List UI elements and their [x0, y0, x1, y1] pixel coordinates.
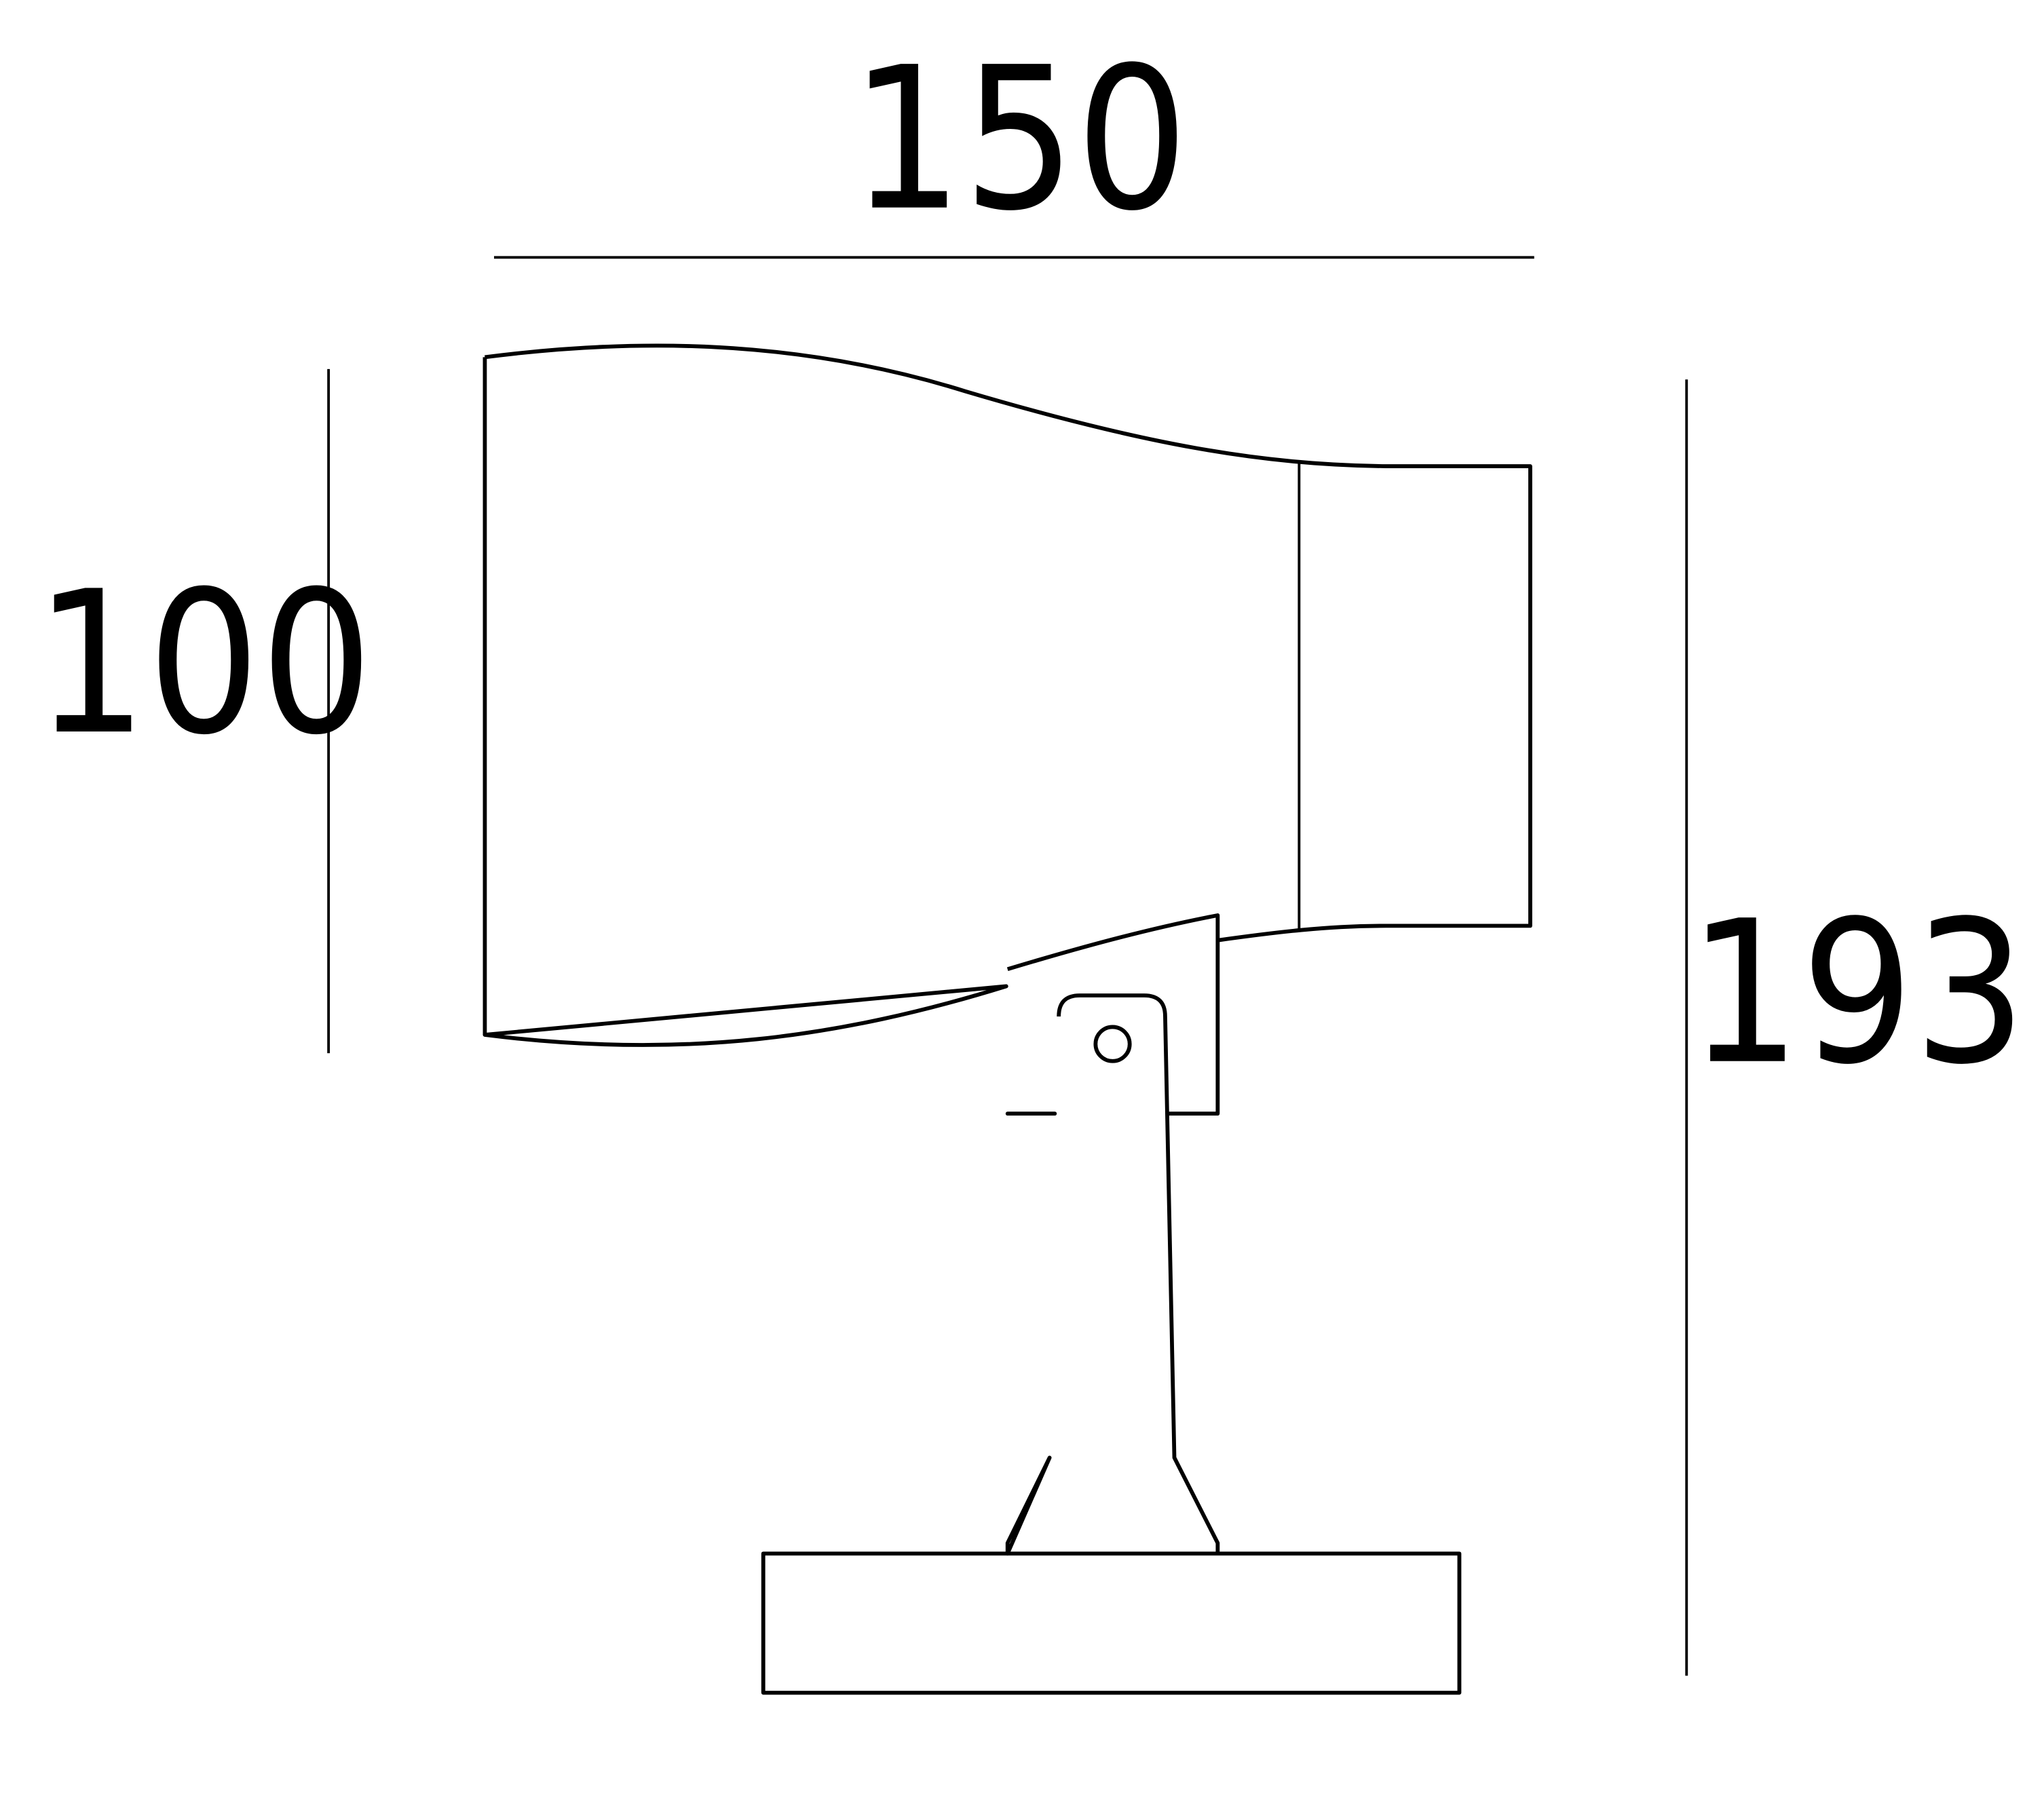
lamp-head	[482, 343, 1532, 1048]
mounting-base	[761, 1551, 1462, 1695]
support-arm	[1005, 993, 1220, 1556]
width-dimension: 150	[494, 26, 1534, 259]
pivot-bracket	[1005, 913, 1220, 1556]
pivot-screw-icon	[1093, 1025, 1132, 1063]
mounting-base-plate	[761, 1551, 1462, 1695]
head-height-dimension: 100	[35, 368, 373, 1054]
total-height-dimension: 193	[1685, 379, 2026, 1676]
bracket-plate	[1005, 913, 1220, 1116]
lamp-head-body	[482, 343, 1532, 1048]
width-dimension-label: 150	[850, 26, 1188, 254]
head-height-dimension-label: 100	[35, 550, 373, 778]
total-height-dimension-label: 193	[1688, 879, 2026, 1108]
